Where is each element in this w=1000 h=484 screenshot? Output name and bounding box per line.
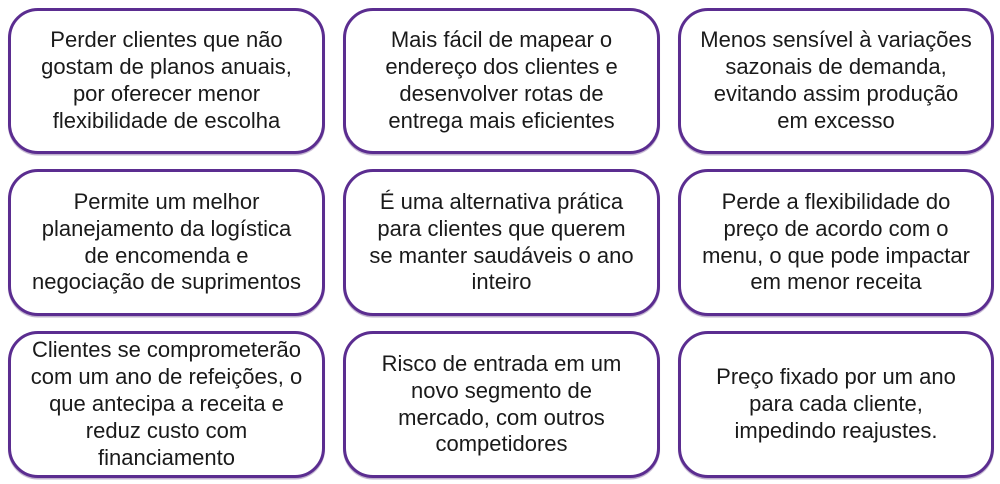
card-row1-col2: Mais fácil de mapear o endereço dos clie… <box>343 8 660 154</box>
card-row3-col2: Risco de entrada em um novo segmento de … <box>343 331 660 478</box>
card-text: É uma alternativa prática para clientes … <box>369 188 634 295</box>
card-row2-col3: Perde a flexibilidade do preço de acordo… <box>678 169 994 316</box>
card-text: Perder clientes que não gostam de planos… <box>41 27 292 133</box>
card-row2-col2: É uma alternativa prática para clientes … <box>343 169 660 316</box>
card-text: Permite um melhor planejamento da logíst… <box>31 188 302 295</box>
card-row1-col3: Menos sensível à variações sazonais de d… <box>678 8 994 154</box>
card-text: Mais fácil de mapear o endereço dos clie… <box>385 27 618 133</box>
card-row3-col3: Preço fixado por um ano para cada client… <box>678 331 994 478</box>
card-text: Menos sensível à variações sazonais de d… <box>700 27 972 133</box>
card-text: Clientes se comprometerão com um ano de … <box>30 337 303 470</box>
card-text: Risco de entrada em um novo segmento de … <box>381 350 622 457</box>
card-text: Perde a flexibilidade do preço de acordo… <box>702 188 970 295</box>
card-text: Preço fixado por um ano para cada client… <box>716 364 956 443</box>
card-row2-col1: Permite um melhor planejamento da logíst… <box>8 169 325 316</box>
card-row3-col1: Clientes se comprometerão com um ano de … <box>8 331 325 478</box>
card-row1-col1: Perder clientes que não gostam de planos… <box>8 8 325 154</box>
